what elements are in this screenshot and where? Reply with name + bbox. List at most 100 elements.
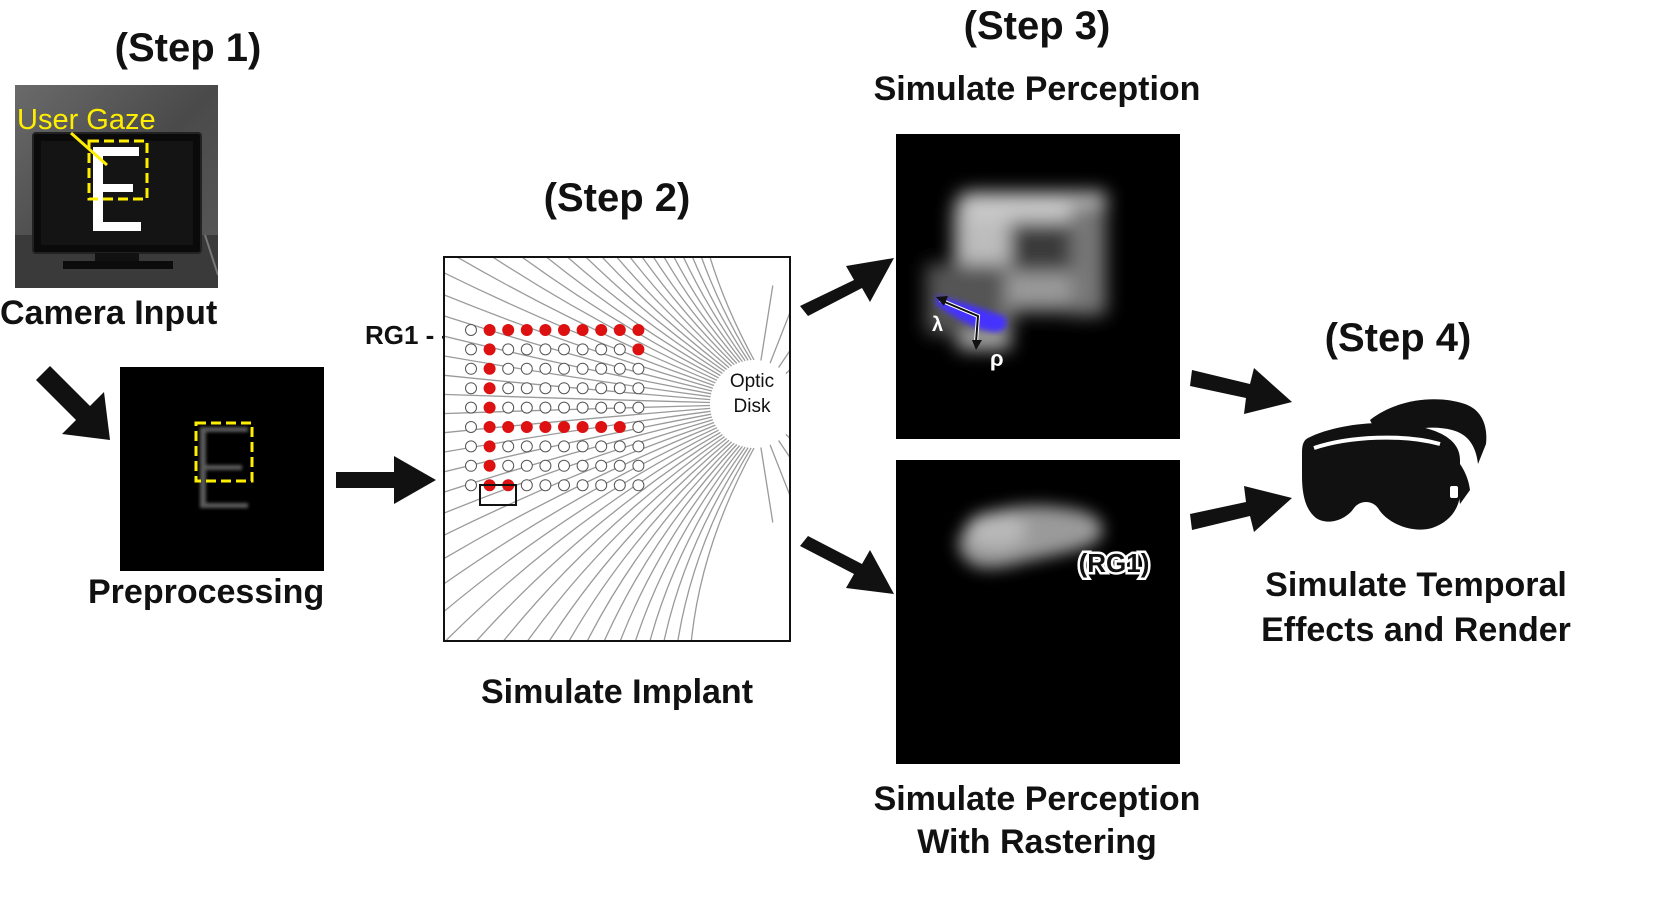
- electrode-inactive: [465, 382, 477, 395]
- axon-path: [690, 447, 755, 642]
- electrode-inactive: [520, 401, 533, 414]
- axon-path: [640, 256, 735, 366]
- electrode-inactive: [632, 459, 645, 472]
- raster-perception-image: (RG1): [896, 460, 1180, 764]
- axon-path: [443, 293, 714, 389]
- axon-path: [662, 256, 741, 363]
- electrode-inactive: [576, 362, 589, 375]
- electrode-inactive: [558, 343, 570, 356]
- axon-path: [443, 374, 711, 401]
- electrode-inactive: [539, 479, 552, 492]
- disk-label: Disk: [734, 396, 771, 417]
- electrode-active: [632, 343, 645, 356]
- electrode-active: [558, 421, 570, 433]
- axon-path: [603, 444, 738, 642]
- electrode-inactive: [502, 382, 515, 395]
- electrode-active: [539, 324, 552, 336]
- electrode-inactive: [520, 459, 533, 472]
- simulate-implant-caption: Simulate Implant: [480, 673, 754, 711]
- axon-path: [672, 256, 743, 363]
- axon-path: [586, 442, 735, 642]
- axon-path: [760, 285, 774, 361]
- preprocessing-image: [120, 367, 324, 571]
- arrow-raster-to-headset: [1190, 486, 1292, 532]
- axon-path: [769, 444, 791, 500]
- electrode-inactive: [613, 459, 626, 472]
- electrode-inactive: [632, 421, 645, 433]
- axon-path: [501, 436, 725, 642]
- electrode-inactive: [613, 440, 626, 453]
- electrode-inactive: [632, 479, 645, 492]
- electrode-inactive: [576, 479, 589, 492]
- electrode-inactive: [558, 382, 570, 395]
- rg1-region-label: (RG1): [1079, 548, 1150, 578]
- selected-electrode-box: [479, 484, 517, 506]
- step2-title: (Step 2): [543, 176, 691, 220]
- arrow-to-preprocessing: [36, 366, 110, 440]
- axon-path: [544, 256, 721, 377]
- electrode-inactive: [502, 401, 515, 414]
- electrode-inactive: [539, 362, 552, 375]
- axon-path: [615, 256, 730, 369]
- electrode-inactive: [632, 362, 645, 375]
- temporal-caption-line1: Simulate Temporal: [1265, 566, 1567, 604]
- axon-path: [474, 434, 723, 642]
- arrow-to-implant: [336, 456, 436, 504]
- electrode-inactive: [595, 401, 608, 414]
- optic-label: Optic: [730, 371, 774, 392]
- electrode-active: [483, 401, 496, 414]
- electrode-active: [539, 421, 552, 433]
- axon-path: [760, 447, 774, 523]
- axon-path: [443, 421, 715, 537]
- raster-caption-line2: With Rastering: [917, 823, 1157, 861]
- arrow-to-perception: [800, 258, 894, 316]
- electrode-inactive: [576, 382, 589, 395]
- electrode-inactive: [595, 382, 608, 395]
- electrode-inactive: [613, 479, 626, 492]
- electrode-inactive: [520, 440, 533, 453]
- electrode-active: [483, 362, 496, 375]
- electrode-inactive: [576, 343, 589, 356]
- axon-path: [454, 256, 716, 384]
- electrode-active: [632, 324, 645, 336]
- arrow-perception-to-headset: [1190, 368, 1292, 414]
- axon-path: [519, 256, 719, 379]
- electrode-active: [502, 421, 515, 433]
- electrode-inactive: [576, 459, 589, 472]
- electrode-inactive: [465, 343, 477, 356]
- rho-symbol: ρ: [990, 346, 1004, 371]
- electrode-inactive: [539, 343, 552, 356]
- electrode-inactive: [465, 401, 477, 414]
- electrode-inactive: [613, 382, 626, 395]
- axon-path: [443, 419, 714, 515]
- axon-path: [443, 416, 713, 494]
- electrode-active: [520, 324, 533, 336]
- arrow-to-raster: [800, 536, 894, 594]
- electrode-inactive: [595, 362, 608, 375]
- electrode-inactive: [595, 440, 608, 453]
- electrode-inactive: [595, 343, 608, 356]
- axon-path: [600, 256, 728, 371]
- electrode-inactive: [539, 382, 552, 395]
- electrode-inactive: [595, 479, 608, 492]
- axon-path: [443, 271, 715, 387]
- electrode-inactive: [558, 362, 570, 375]
- axon-bundles: [443, 256, 791, 642]
- user-gaze-label: User Gaze: [17, 104, 156, 136]
- electrode-inactive: [613, 362, 626, 375]
- preprocessing-caption: Preprocessing: [88, 573, 325, 611]
- electrode-active: [558, 324, 570, 336]
- electrode-inactive: [465, 324, 477, 336]
- rg1-bracket-label: RG1 - {: [365, 320, 452, 350]
- axon-path: [708, 256, 755, 361]
- axon-path: [778, 440, 791, 461]
- axon-path: [634, 445, 743, 642]
- electrode-active: [595, 421, 608, 433]
- electrode-inactive: [520, 479, 533, 492]
- electrode-inactive: [465, 362, 477, 375]
- electrode-inactive: [465, 421, 477, 433]
- electrode-inactive: [502, 440, 515, 453]
- electrode-inactive: [613, 343, 626, 356]
- electrode-inactive: [558, 440, 570, 453]
- electrode-active: [613, 324, 626, 336]
